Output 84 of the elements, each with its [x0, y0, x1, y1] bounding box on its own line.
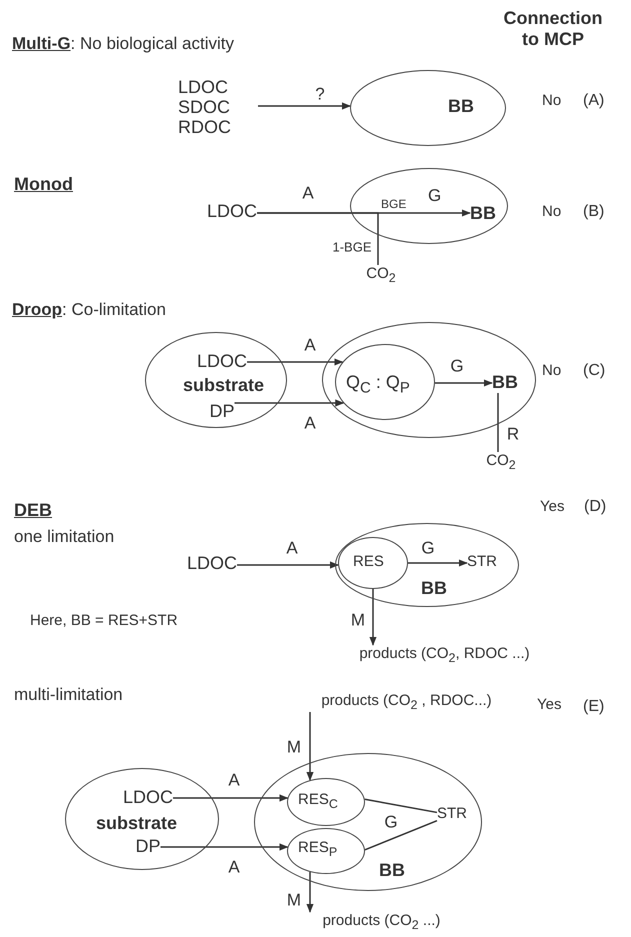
panel-letter: (C)	[583, 362, 606, 380]
answer-text: No	[542, 203, 562, 220]
rate-label: G	[428, 186, 442, 206]
node-label: CO$_{2}$	[486, 452, 516, 472]
node-label: SDOC	[178, 98, 230, 118]
node-label: BB	[448, 97, 474, 117]
ellipse-node	[335, 344, 435, 420]
subheading: one limitation	[14, 527, 114, 547]
edge-label: G	[420, 540, 436, 556]
node-label: BB	[379, 861, 405, 881]
node-label: substrate	[183, 376, 264, 396]
node-label: LDOC	[178, 78, 228, 98]
connector-line	[364, 798, 438, 814]
edge-label: A	[301, 184, 315, 202]
answer-text: Yes	[540, 498, 564, 516]
edge-label: M	[286, 738, 302, 756]
node-label: STR	[467, 553, 497, 570]
subheading: multi-limitation	[14, 685, 123, 705]
node-label: Q$_{C}$ : Q$_{P}$	[346, 373, 410, 398]
arrow	[369, 589, 377, 646]
node-label: products (CO$_{2}$ , RDOC...)	[321, 692, 492, 712]
answer-text: Yes	[537, 696, 562, 714]
node-label: LDOC	[197, 351, 247, 372]
edge-label: M	[286, 892, 302, 908]
answer-text: No	[542, 92, 562, 110]
node-label: DP	[210, 401, 234, 422]
edge-label: A	[227, 772, 241, 788]
edge-label: A	[285, 540, 299, 556]
node-label: LDOC	[207, 201, 257, 222]
arrow	[173, 794, 288, 802]
arrow	[306, 872, 314, 913]
arrow	[160, 843, 288, 851]
edge-label: A	[303, 414, 317, 432]
connector-line	[497, 393, 499, 452]
arrow	[408, 559, 468, 567]
answer-text: No	[542, 362, 562, 380]
section-heading: DEB	[14, 500, 52, 521]
edge-label: 1-BGE	[332, 240, 372, 254]
ellipse-node	[338, 537, 408, 589]
panel-letter: (B)	[583, 203, 604, 222]
section-heading: Multi-G: No biological activity	[12, 34, 234, 54]
arrow	[247, 358, 344, 366]
node-label: products (CO$_{2}$ ...)	[322, 912, 440, 932]
node-label: STR	[437, 805, 467, 822]
panel-letter: (D)	[584, 498, 606, 516]
node-label: BB	[492, 372, 518, 393]
edge-label: G	[449, 358, 465, 374]
fraction-label: BGE	[381, 198, 406, 212]
arrow	[237, 561, 339, 569]
edge-label: ?	[314, 86, 326, 102]
ellipse-node	[350, 70, 506, 146]
node-label: products (CO$_{2}$, RDOC ...)	[359, 645, 530, 665]
edge-label: A	[303, 336, 317, 354]
ellipse-node	[145, 332, 287, 428]
column-heading: Connection to MCP	[502, 8, 604, 50]
ellipse-node	[287, 778, 365, 826]
connector-line	[364, 820, 438, 851]
connector-line	[257, 212, 379, 265]
edge-label: M	[350, 612, 366, 628]
node-label: DP	[136, 836, 160, 857]
note-text: Here, BB = RES+STR	[30, 612, 178, 630]
node-label: RES	[353, 554, 384, 570]
arrow	[306, 712, 314, 782]
node-label: BB	[421, 579, 447, 599]
ellipse-node	[287, 828, 365, 874]
node-label: CO$_{2}$	[366, 265, 396, 285]
arrow	[234, 399, 344, 407]
section-heading: Droop: Co-limitation	[12, 300, 166, 320]
edge-label: R	[506, 426, 520, 442]
node-label: BB	[470, 203, 496, 224]
ellipse-node	[65, 768, 219, 870]
node-label: RDOC	[178, 118, 231, 138]
node-label: LDOC	[187, 553, 237, 574]
arrow	[258, 102, 351, 110]
node-label: LDOC	[123, 787, 173, 808]
edge-label: A	[227, 858, 241, 876]
node-label: RES$_{C}$	[298, 792, 338, 812]
arrow	[434, 379, 493, 387]
edge-label: G	[383, 814, 399, 830]
section-heading: Monod	[14, 174, 73, 195]
panel-letter: (E)	[583, 698, 604, 716]
node-label: RES$_{P}$	[298, 840, 338, 860]
panel-letter: (A)	[583, 92, 604, 110]
node-label: substrate	[96, 814, 178, 834]
